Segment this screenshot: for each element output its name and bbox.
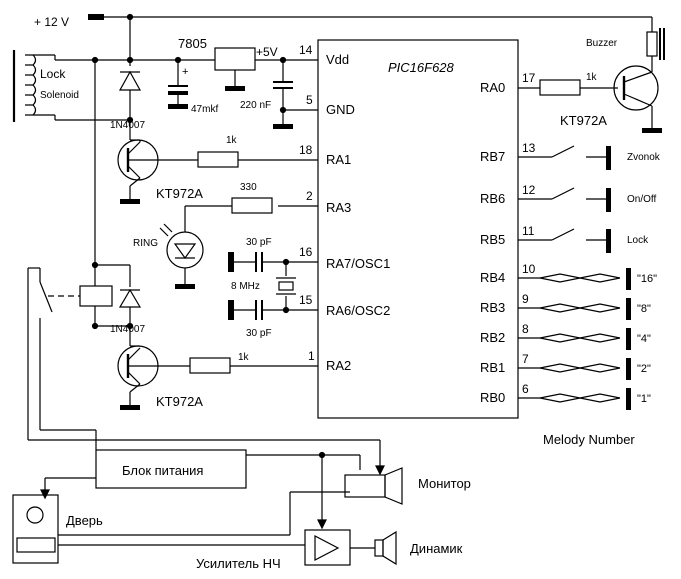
pin-label: RB7 bbox=[480, 149, 505, 164]
jumper-label: "2" bbox=[637, 363, 651, 375]
pin-num: 15 bbox=[299, 293, 313, 307]
jumper-mark bbox=[539, 277, 621, 283]
pin-label: RA1 bbox=[326, 152, 351, 167]
r2-label: 1k bbox=[238, 352, 250, 363]
pin-num: 17 bbox=[522, 71, 536, 85]
pin-num: 14 bbox=[299, 43, 313, 57]
t2-label: KT972A bbox=[156, 394, 203, 409]
buzzer-label: Buzzer bbox=[586, 38, 618, 49]
pin-num: 16 bbox=[299, 245, 313, 259]
pin-label: RB3 bbox=[480, 300, 505, 315]
jumper-mark bbox=[539, 307, 621, 313]
jumper-mark bbox=[626, 388, 631, 410]
pin-label: GND bbox=[326, 102, 355, 117]
pin-label: RB5 bbox=[480, 232, 505, 247]
pin-num: 2 bbox=[306, 189, 313, 203]
pin-label: RA0 bbox=[480, 80, 505, 95]
regulator-label: 7805 bbox=[178, 36, 207, 51]
mcu-name: PIC16F628 bbox=[388, 60, 455, 75]
jumper-mark bbox=[626, 358, 631, 380]
c30b-label: 30 pF bbox=[246, 328, 272, 339]
pin-label: RB0 bbox=[480, 390, 505, 405]
speaker-label: Динамик bbox=[410, 541, 463, 556]
pin-label: RB1 bbox=[480, 360, 505, 375]
pin-num: 11 bbox=[522, 224, 535, 238]
switch-label: Zvonok bbox=[627, 152, 661, 163]
r-buzzer-label: 1k bbox=[586, 72, 598, 83]
pin-label: Vdd bbox=[326, 52, 349, 67]
psu-label: Блок питания bbox=[122, 463, 203, 478]
jumper-mark bbox=[539, 337, 621, 343]
amp-label: Усилитель НЧ bbox=[196, 556, 281, 571]
cap47-plus: + bbox=[182, 66, 188, 78]
pin-num: 5 bbox=[306, 93, 313, 107]
monitor-label: Монитор bbox=[418, 476, 471, 491]
pin-label: RB6 bbox=[480, 191, 505, 206]
pin-num: 7 bbox=[522, 352, 529, 366]
pin-num: 9 bbox=[522, 292, 529, 306]
jumper-mark bbox=[626, 268, 631, 290]
c30a-label: 30 pF bbox=[246, 237, 272, 248]
cap220-label: 220 nF bbox=[240, 100, 271, 111]
pin-num: 10 bbox=[522, 262, 536, 276]
cap47-label: 47mkf bbox=[191, 104, 218, 115]
r330-label: 330 bbox=[240, 182, 257, 193]
switch-label: Lock bbox=[627, 235, 649, 246]
r1-label: 1k bbox=[226, 135, 238, 146]
d1-label: 1N4007 bbox=[110, 120, 145, 131]
pin-num: 13 bbox=[522, 141, 536, 155]
jumper-label: "16" bbox=[637, 273, 657, 285]
pin-label: RB2 bbox=[480, 330, 505, 345]
t-buzzer-label: KT972A bbox=[560, 113, 607, 128]
pin-num: 8 bbox=[522, 322, 529, 336]
pin-label: RA3 bbox=[326, 200, 351, 215]
pin-num: 6 bbox=[522, 382, 529, 396]
switch-label: On/Off bbox=[627, 194, 656, 205]
t1-label: KT972A bbox=[156, 186, 203, 201]
solenoid-label-1: Lock bbox=[40, 67, 66, 81]
pin-num: 12 bbox=[522, 183, 536, 197]
jumper-mark bbox=[539, 397, 621, 403]
plus5v-label: +5V bbox=[256, 45, 278, 59]
jumper-mark bbox=[626, 328, 631, 350]
pin-label: RA6/OSC2 bbox=[326, 303, 390, 318]
jumper-label: "1" bbox=[637, 393, 651, 405]
door-label: Дверь bbox=[66, 513, 103, 528]
ring-label: RING bbox=[133, 238, 158, 249]
d2-label: 1N4007 bbox=[110, 324, 145, 335]
jumper-mark bbox=[626, 298, 631, 320]
pin-label: RB4 bbox=[480, 270, 505, 285]
jumper-mark bbox=[539, 367, 621, 373]
pin-num: 18 bbox=[299, 143, 313, 157]
melody-label: Melody Number bbox=[543, 432, 635, 447]
pin-num: 1 bbox=[308, 349, 315, 363]
pin-label: RA7/OSC1 bbox=[326, 256, 390, 271]
xtal-label: 8 MHz bbox=[231, 281, 260, 292]
jumper-label: "8" bbox=[637, 303, 651, 315]
jumper-label: "4" bbox=[637, 333, 651, 345]
solenoid-label-2: Solenoid bbox=[40, 90, 79, 101]
pin-label: RA2 bbox=[326, 358, 351, 373]
supply-label: + 12 V bbox=[34, 15, 69, 29]
